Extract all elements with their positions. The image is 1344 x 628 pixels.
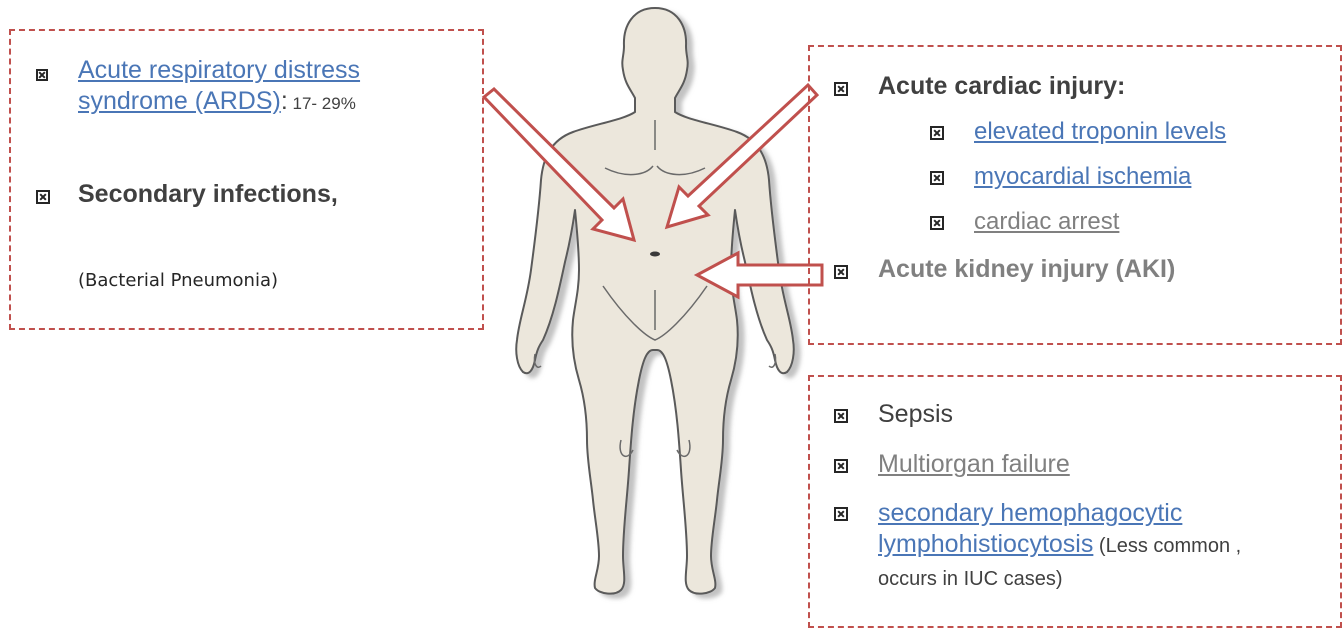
checkbox-x-icon [834,459,848,473]
checkbox-x-icon [36,69,48,81]
ischemia-item: myocardial ischemia [930,163,1191,191]
checkbox-x-icon [930,171,944,185]
checkbox-x-icon [834,82,848,96]
ischemia-link[interactable]: myocardial ischemia [974,163,1191,191]
checkbox-x-icon [834,265,848,279]
checkbox-x-icon [930,126,944,140]
ards-colon: : [281,87,288,115]
troponin-item: elevated troponin levels [930,118,1226,146]
secondary-infections-text: Secondary infections, [78,180,338,209]
arrow-left-to-body [484,89,634,240]
kidney-text: Acute kidney injury (AKI) [878,255,1175,284]
arrow-cardiac-to-body [667,85,817,227]
kidney-item: Acute kidney injury (AKI) [834,255,1175,284]
ards-item: Acute respiratory distress syndrome (ARD… [36,55,476,119]
bacterial-pneumonia-text: (Bacterial Pneumonia) [78,270,278,291]
sepsis-item: Sepsis [834,400,953,429]
secondary-infections-item: Secondary infections, [36,180,338,209]
multiorgan-item: Multiorgan failure [834,450,1070,479]
checkbox-x-icon [930,216,944,230]
cardiac-heading-item: Acute cardiac injury: [834,72,1125,101]
sepsis-text: Sepsis [878,400,953,429]
checkbox-x-icon [834,409,848,423]
arrow-kidney-to-body [697,253,822,297]
checkbox-x-icon [36,190,50,204]
troponin-link[interactable]: elevated troponin levels [974,118,1226,146]
ards-percentage: 17- 29% [288,94,356,113]
cardiac-arrest-link[interactable]: cardiac arrest [974,208,1119,236]
checkbox-x-icon [834,507,848,521]
multiorgan-link[interactable]: Multiorgan failure [878,450,1070,479]
cardiac-arrest-item: cardiac arrest [930,208,1119,236]
hlh-item: secondary hemophagocytic lymphohistiocyt… [834,498,1304,595]
cardiac-heading: Acute cardiac injury: [878,72,1125,101]
